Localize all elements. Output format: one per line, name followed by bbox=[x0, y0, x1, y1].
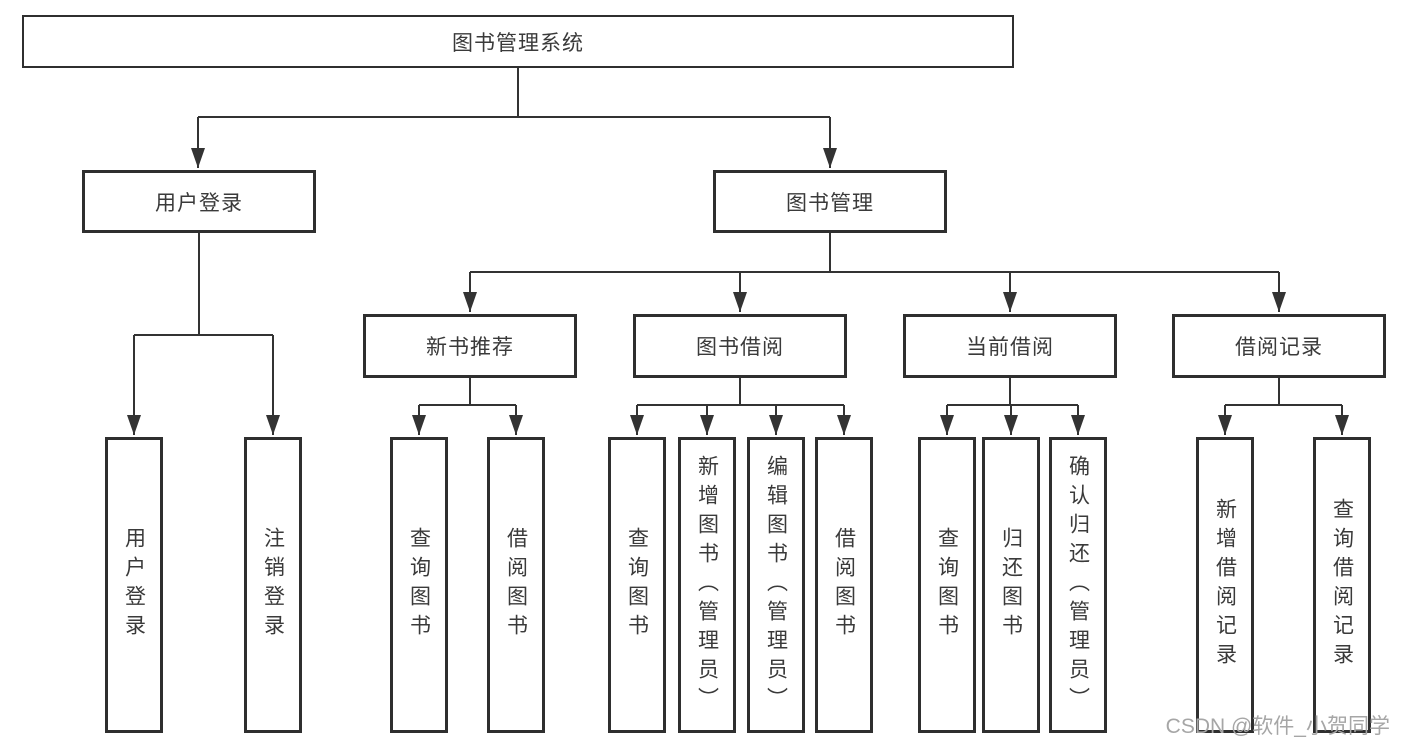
leaf-current-confirm-return-admin-label: 确认归还（管理员） bbox=[1066, 454, 1090, 716]
leaf-current-query-books-label: 查询图书 bbox=[935, 527, 959, 643]
node-library-management-system-label: 图书管理系统 bbox=[452, 31, 584, 55]
node-current-borrowing-label: 当前借阅 bbox=[966, 336, 1054, 359]
leaf-records-query-record-label: 查询借阅记录 bbox=[1330, 498, 1354, 672]
leaf-newbook-borrow-books-label: 借阅图书 bbox=[504, 527, 528, 643]
node-library-management-system: 图书管理系统 bbox=[22, 15, 1014, 68]
node-book-borrowing: 图书借阅 bbox=[633, 314, 847, 378]
leaf-user-login: 用户登录 bbox=[105, 437, 163, 733]
node-borrow-records: 借阅记录 bbox=[1172, 314, 1386, 378]
leaf-records-query-record: 查询借阅记录 bbox=[1313, 437, 1371, 733]
leaf-current-return-books: 归还图书 bbox=[982, 437, 1040, 733]
node-borrow-records-label: 借阅记录 bbox=[1235, 336, 1323, 359]
leaf-borrow-edit-books-admin: 编辑图书（管理员） bbox=[747, 437, 805, 733]
leaf-records-add-record: 新增借阅记录 bbox=[1196, 437, 1254, 733]
leaf-current-query-books: 查询图书 bbox=[918, 437, 976, 733]
leaf-newbook-query-books: 查询图书 bbox=[390, 437, 448, 733]
leaf-current-confirm-return-admin: 确认归还（管理员） bbox=[1049, 437, 1107, 733]
watermark: CSDN @软件_小贺同学 bbox=[1165, 715, 1390, 738]
leaf-borrow-query-books: 查询图书 bbox=[608, 437, 666, 733]
node-new-book-recommend-label: 新书推荐 bbox=[426, 336, 514, 359]
leaf-records-add-record-label: 新增借阅记录 bbox=[1213, 498, 1237, 672]
node-book-management-label: 图书管理 bbox=[786, 191, 874, 215]
node-user-login-label: 用户登录 bbox=[155, 191, 243, 215]
node-book-borrowing-label: 图书借阅 bbox=[696, 336, 784, 359]
leaf-borrow-add-books-admin-label: 新增图书（管理员） bbox=[695, 454, 719, 716]
leaf-borrow-add-books-admin: 新增图书（管理员） bbox=[678, 437, 736, 733]
leaf-user-logout: 注销登录 bbox=[244, 437, 302, 733]
leaf-borrow-query-books-label: 查询图书 bbox=[625, 527, 649, 643]
node-new-book-recommend: 新书推荐 bbox=[363, 314, 577, 378]
leaf-borrow-borrow-books: 借阅图书 bbox=[815, 437, 873, 733]
leaf-borrow-edit-books-admin-label: 编辑图书（管理员） bbox=[764, 454, 788, 716]
leaf-user-logout-label: 注销登录 bbox=[261, 527, 285, 643]
node-book-management: 图书管理 bbox=[713, 170, 947, 233]
node-user-login: 用户登录 bbox=[82, 170, 316, 233]
connector-rails bbox=[134, 68, 1342, 406]
leaf-user-login-label: 用户登录 bbox=[122, 527, 146, 643]
leaf-current-return-books-label: 归还图书 bbox=[999, 527, 1023, 643]
leaf-newbook-borrow-books: 借阅图书 bbox=[487, 437, 545, 733]
node-current-borrowing: 当前借阅 bbox=[903, 314, 1117, 378]
leaf-borrow-borrow-books-label: 借阅图书 bbox=[832, 527, 856, 643]
leaf-newbook-query-books-label: 查询图书 bbox=[407, 527, 431, 643]
